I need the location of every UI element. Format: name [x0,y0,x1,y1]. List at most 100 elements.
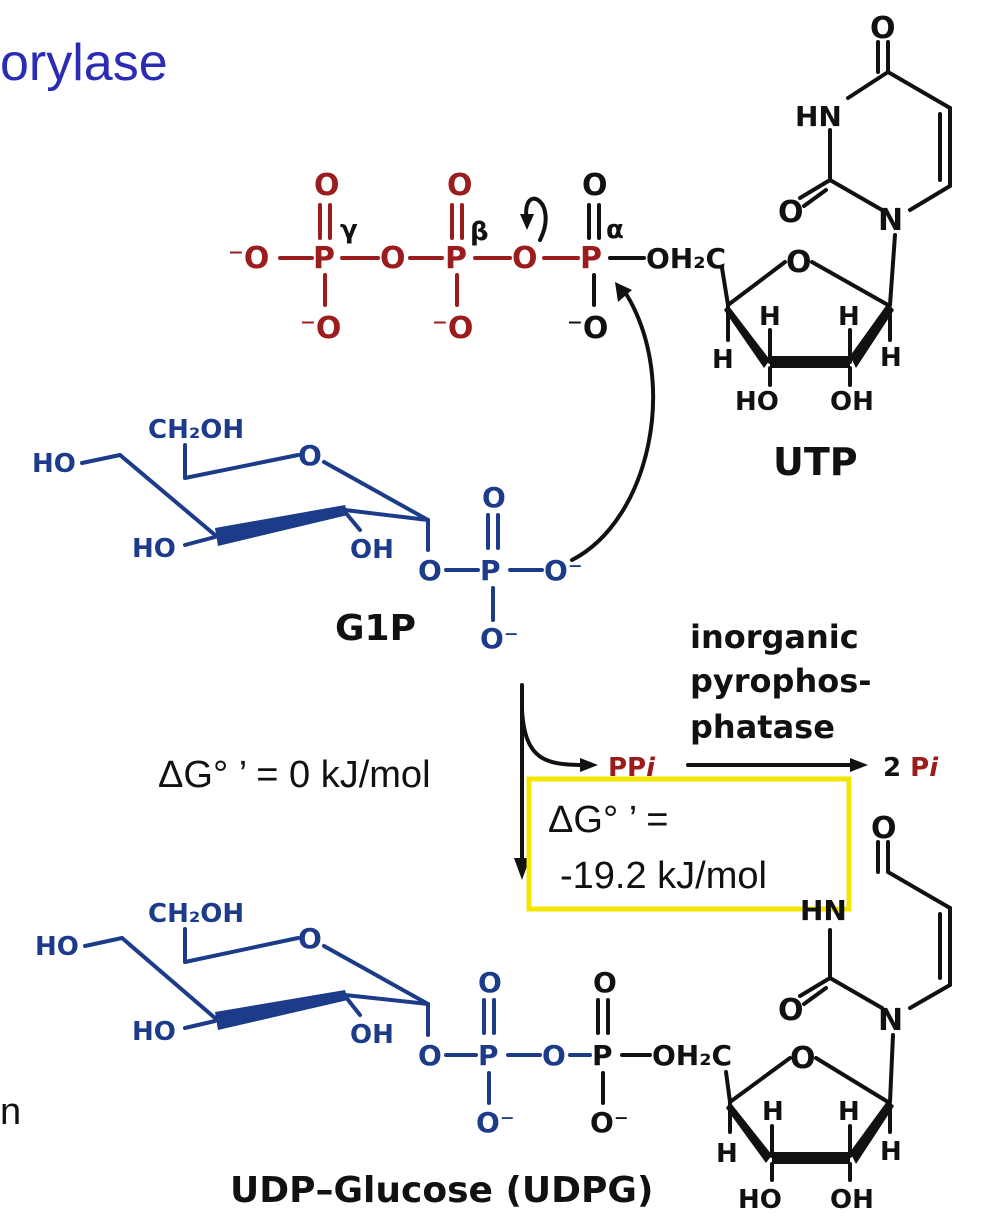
utp-o-minus-beta-bottom: ⁻O [432,311,473,346]
udpg-oh-2: OH [350,1020,394,1050]
bond [726,260,787,307]
udpg-uracil-o-left: O [778,993,804,1028]
bond [908,184,952,212]
utp-h: H [880,343,902,373]
utp-uracil-o-top: O [870,11,896,46]
bond [828,178,884,212]
utp-label: UTP [773,440,858,484]
bond [724,1070,732,1104]
utp-h: H [712,345,734,375]
bond [720,266,730,307]
utp-triphosphate: ⁻O P O γ ⁻O O P O β ⁻O O P O α ⁻O OH₂C [228,168,726,346]
udpg-ch2oh: CH₂OH [148,899,244,929]
bond [183,936,300,964]
bond [886,870,952,910]
utp-p-alpha: P [580,241,602,276]
utp-uracil: N O HN O [778,11,952,238]
g1p-o-top: O [482,481,506,514]
bond [322,944,430,1006]
utp-o-bridge-1: O [380,241,406,276]
g1p-p: P [480,554,501,587]
bond [120,936,217,1020]
utp-h: H [759,302,781,332]
udpg-uracil-hn: HN [800,894,847,927]
utp-ring-o: O [786,245,812,280]
utp-o-beta-top: O [447,168,473,203]
bond [846,70,890,100]
enzyme-label-line-1: inorganic [690,618,859,656]
wedge-bond [215,505,348,546]
udpg-label: UDP–Glucose (UDPG) [230,1170,653,1211]
bond [343,993,430,1006]
bond [802,986,828,1006]
udpg-p-alpha: P [592,1039,613,1072]
g1p-oh-2: OH [350,535,394,565]
utp-h: H [838,302,860,332]
bond [802,188,828,208]
udpg-ring-o: O [298,922,322,955]
alpha-label: α [606,215,624,245]
nucleophilic-attack-arrow [570,290,656,562]
reaction-arrows [514,683,868,880]
udpg-molecule: CH₂OH HO O HO OH O P O O⁻ O P O O⁻ OH₂C [35,811,952,1215]
utp-ribose: O H H H H HO OH UTP [712,233,902,484]
utp-o-minus-alpha-bottom: ⁻O [567,311,608,346]
utp-o-bridge-2: O [512,241,538,276]
utp-p-beta: P [445,241,467,276]
utp-oh: OH [830,387,874,417]
bond [810,260,890,307]
udpg-oh2c: OH₂C [652,1039,732,1072]
bond [183,1019,217,1030]
g1p-o-minus-right: O⁻ [544,554,583,587]
bond [888,1033,895,1104]
bond [798,976,832,998]
enzyme-label-line-2: pyrophos- [690,662,872,700]
bond [343,508,430,522]
bond [80,453,122,465]
bond [118,453,217,537]
g1p-ho-4: HO [32,449,76,479]
bond [814,1056,890,1104]
udpg-o-alpha-top: O [593,966,617,999]
electron-arrow-curl [524,196,548,242]
udpg-o-beta-top: O [478,966,502,999]
utp-ho: HO [735,387,779,417]
bond [908,983,952,1010]
bond [343,510,362,532]
wedge-bond [726,1102,772,1163]
title-fragment: orylase [0,34,168,92]
udpg-ho-ribose: HO [738,1185,782,1215]
g1p-o-anomeric: O [418,554,442,587]
utp-oh2c: OH₂C [646,242,726,275]
ppi-release-arrow [520,708,587,767]
udpg-ribose-o: O [790,1041,816,1076]
bond [183,453,300,480]
enzyme-label-line-3: phatase [690,708,835,746]
bond [322,460,430,522]
utp-o-gamma-top: O [314,168,340,203]
udpg-p-beta: P [478,1039,499,1072]
beta-label: β [470,217,489,247]
udpg-h: H [838,1097,860,1127]
utp-o-alpha-top: O [582,168,608,203]
udpg-h: H [880,1137,902,1167]
arrowhead [850,758,868,772]
udpg-uracil-o-top: O [871,811,897,846]
delta-g-reaction-1: ΔG° ’ = 0 kJ/mol [158,754,431,796]
delta-g-reaction-2-line-1: ΔG° ’ = [548,799,668,841]
product-2pi: 2 Pi [883,753,939,783]
udpg-h: H [762,1097,784,1127]
bond [886,70,952,110]
g1p-o-minus-bottom: O⁻ [480,622,519,655]
bond [728,1056,792,1104]
bond [343,994,362,1017]
udpg-ho-4: HO [35,932,79,962]
wedge-bond [850,303,894,368]
g1p-ring-o: O [298,439,322,472]
arrowhead [615,282,632,302]
utp-o-minus-gamma-bottom: ⁻O [300,311,341,346]
delta-g-reaction-2-line-2: -19.2 kJ/mol [560,855,767,897]
arrowhead [514,858,530,880]
